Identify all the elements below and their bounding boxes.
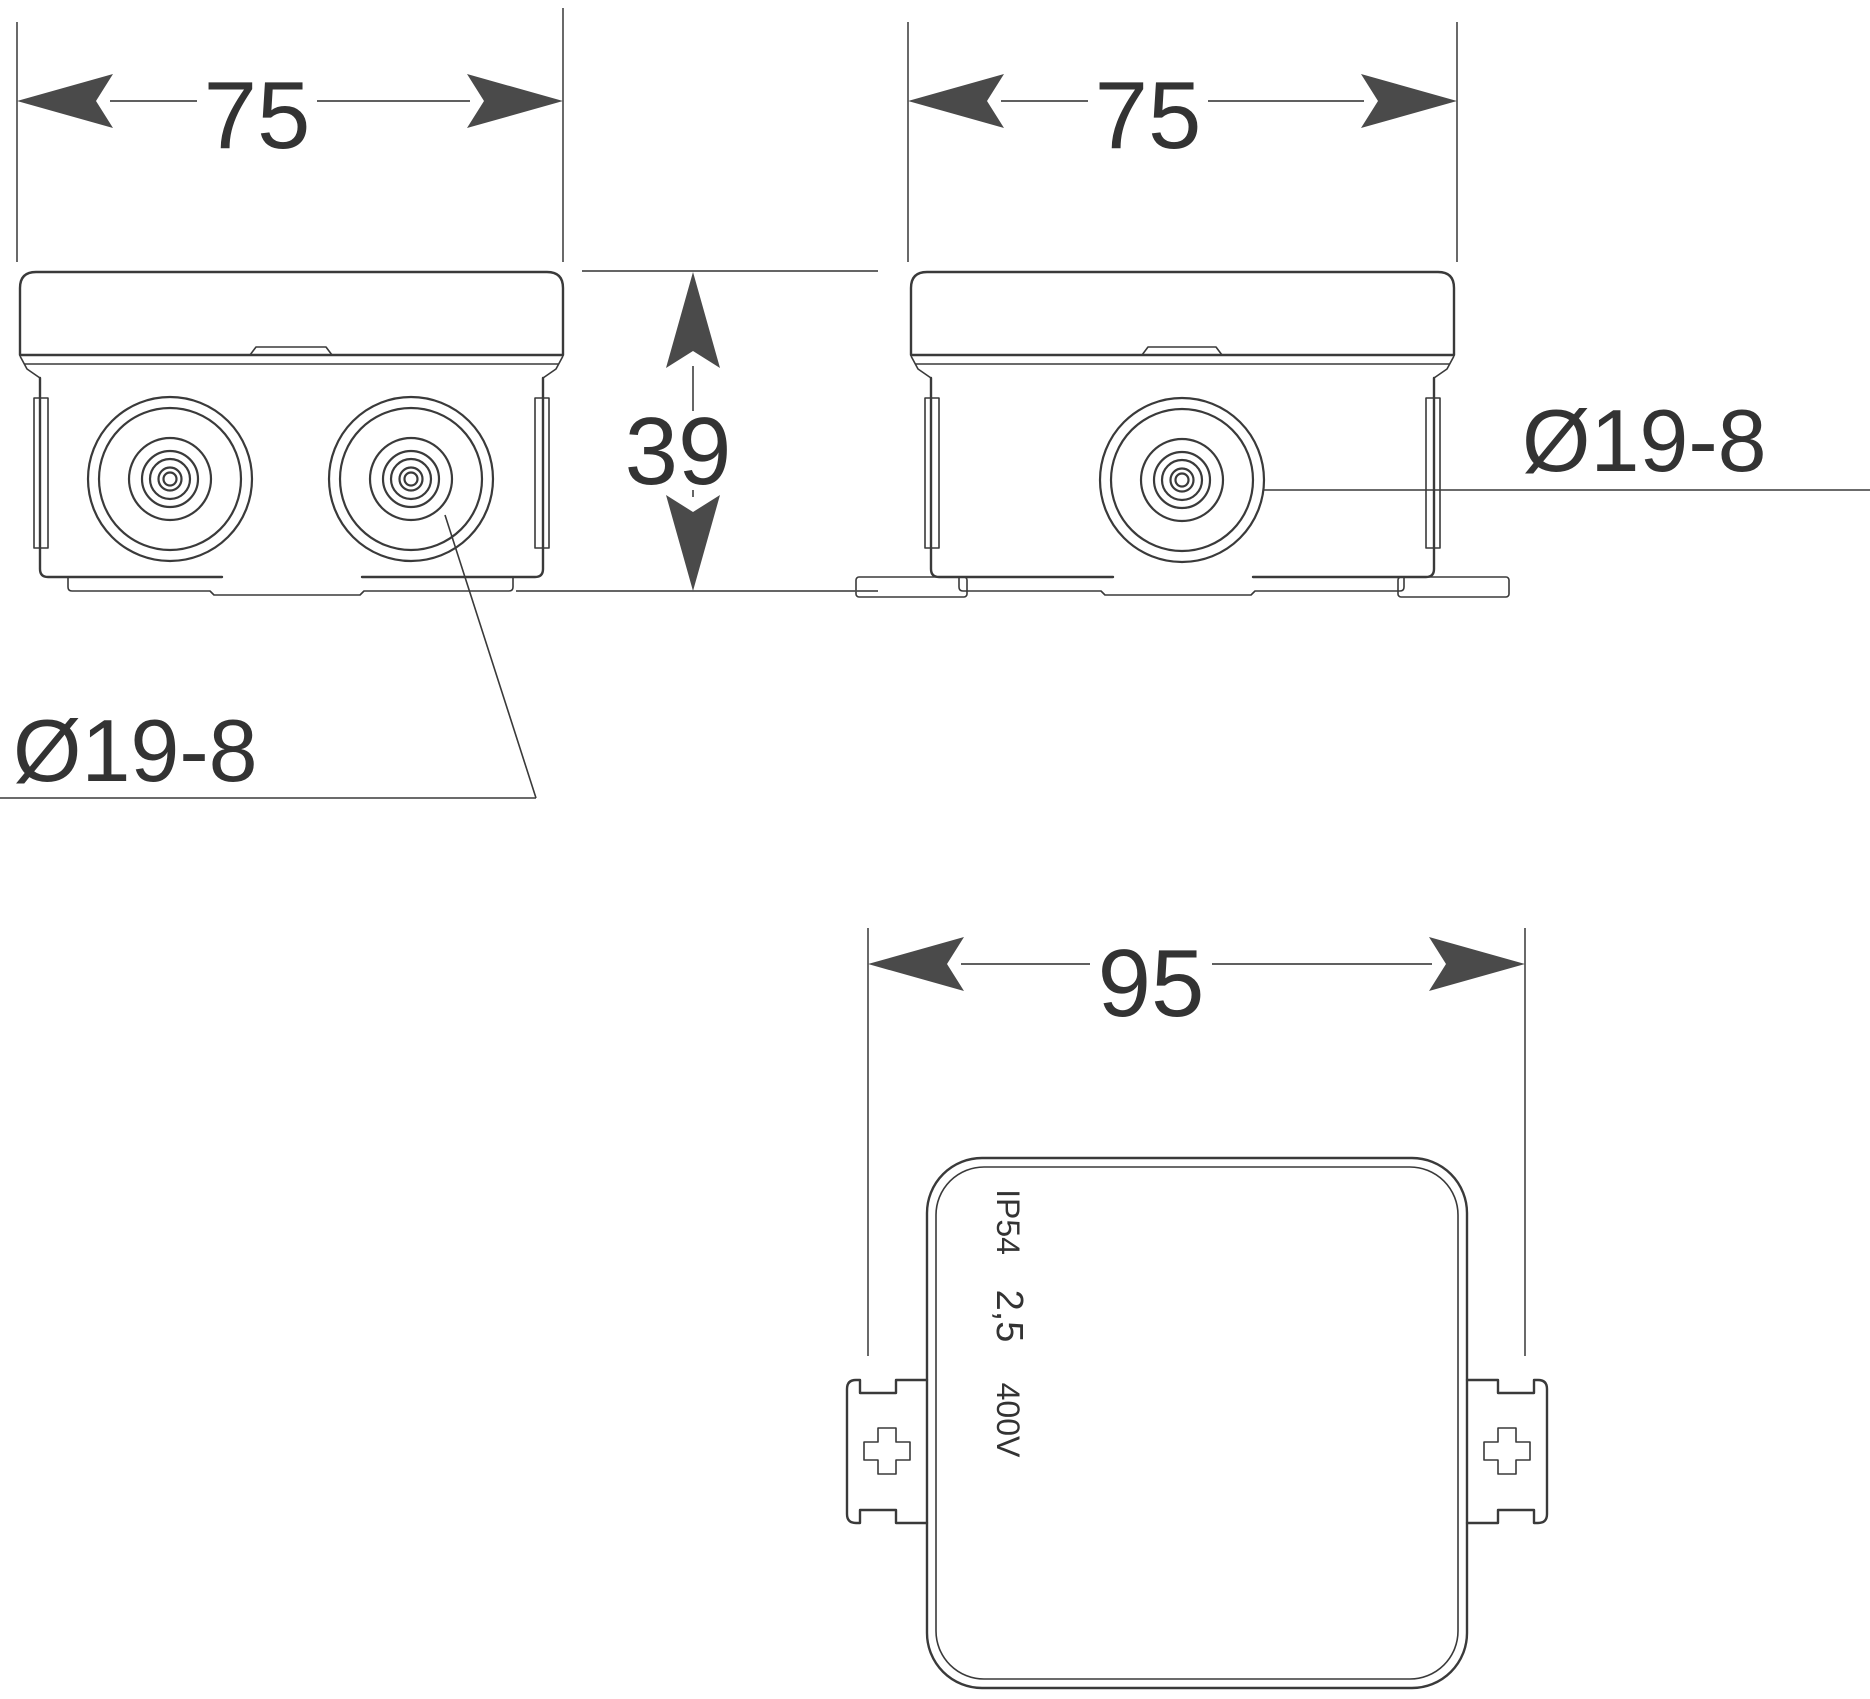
side-lug-plate-right bbox=[1397, 576, 1510, 598]
side-width-dim-value: 75 bbox=[1095, 62, 1202, 169]
front-knockout-label: Ø19-8 bbox=[13, 701, 258, 800]
height-dimension: 39 bbox=[516, 270, 878, 592]
front-width-dim-value: 75 bbox=[204, 62, 311, 169]
side-lid-left-chamfer bbox=[910, 355, 932, 379]
front-knockout-callout: Ø19-8 bbox=[0, 514, 537, 800]
bottom-width-dimension: 95 bbox=[867, 928, 1526, 1356]
marking-protection-rating: IP54 bbox=[990, 1189, 1026, 1255]
front-side-latch-left bbox=[33, 397, 49, 549]
height-arrow-up bbox=[666, 272, 720, 368]
height-dim-value: 39 bbox=[625, 398, 732, 505]
bottom-width-dim-value: 95 bbox=[1098, 930, 1205, 1037]
front-lid-right-chamfer bbox=[542, 355, 564, 379]
side-body-right bbox=[1251, 376, 1436, 579]
side-width-arrow-right bbox=[1361, 74, 1457, 128]
front-view bbox=[18, 270, 565, 596]
bottom-tab-right bbox=[1465, 1378, 1549, 1525]
front-feet-outline bbox=[67, 577, 514, 596]
side-width-arrow-left bbox=[908, 74, 1004, 128]
front-width-dimension: 75 bbox=[16, 8, 564, 262]
side-feet-outline bbox=[958, 577, 1405, 596]
side-latch-right bbox=[1425, 397, 1441, 549]
bottom-box-inner bbox=[935, 1166, 1459, 1680]
front-body-right bbox=[360, 376, 545, 579]
front-knockout-left bbox=[86, 395, 254, 563]
side-width-dimension: 75 bbox=[907, 22, 1458, 262]
front-knockout-leader bbox=[444, 514, 537, 799]
front-side-latch-right bbox=[534, 397, 550, 549]
side-knockout-label: Ø19-8 bbox=[1522, 391, 1767, 490]
bottom-tab-left-screw-slot bbox=[863, 1427, 911, 1475]
height-arrow-down bbox=[666, 495, 720, 591]
bottom-width-arrow-left bbox=[868, 937, 964, 991]
side-knockout-callout: Ø19-8 bbox=[1263, 391, 1870, 491]
side-latch-left bbox=[924, 397, 940, 549]
front-lid-outline bbox=[18, 270, 565, 357]
marking-voltage: 400V bbox=[990, 1383, 1026, 1458]
side-view bbox=[855, 270, 1510, 598]
front-width-arrow-left bbox=[17, 74, 113, 128]
side-lid-right-chamfer bbox=[1433, 355, 1455, 379]
bottom-box-outer bbox=[925, 1156, 1469, 1690]
front-width-arrow-right bbox=[467, 74, 563, 128]
side-lid-clip-tab bbox=[1141, 346, 1223, 356]
bottom-view: IP54 2,5 400V bbox=[845, 1156, 1549, 1690]
side-body-left bbox=[929, 376, 1115, 579]
side-lid-outline bbox=[909, 270, 1456, 357]
side-knockout bbox=[1098, 396, 1266, 564]
bottom-tab-right-screw-slot bbox=[1483, 1427, 1531, 1475]
side-lug-plate-left bbox=[855, 576, 968, 598]
marking-conductor-size: 2,5 bbox=[988, 1290, 1030, 1343]
front-body-left bbox=[38, 376, 224, 579]
front-lid-clip-tab bbox=[249, 346, 333, 356]
bottom-width-arrow-right bbox=[1429, 937, 1525, 991]
front-knockout-right bbox=[327, 395, 495, 563]
bottom-tab-left bbox=[845, 1378, 929, 1525]
front-lid-left-chamfer bbox=[19, 355, 41, 379]
